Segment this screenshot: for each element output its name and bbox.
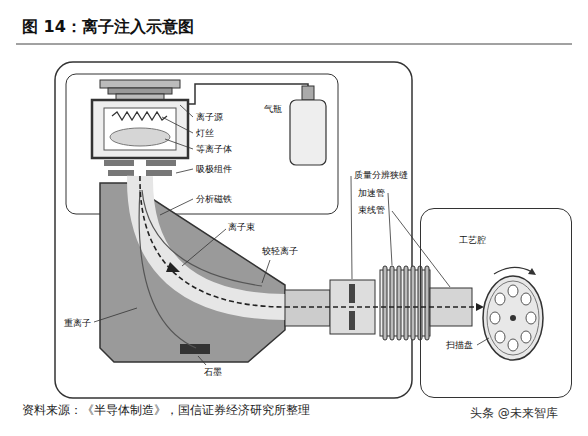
- leader-line: [162, 117, 193, 133]
- slit-plate: [349, 284, 355, 303]
- wafer: [526, 312, 536, 324]
- wafer: [508, 339, 518, 351]
- bellows-ridge: [390, 266, 394, 340]
- part-label: 扫描盘: [446, 340, 473, 351]
- bellows-ridge: [397, 266, 401, 340]
- leader-line: [392, 211, 450, 287]
- bellows-ridge: [404, 266, 408, 340]
- beam-channel: [140, 176, 285, 307]
- bellows-ridge: [411, 266, 415, 340]
- part-label: 离子源: [196, 112, 223, 123]
- part-label: 质量分辨狭缝: [354, 170, 408, 181]
- beam-line: [285, 306, 478, 307]
- wafer: [508, 285, 518, 297]
- part-label: 较轻离子: [262, 246, 298, 257]
- part-label: 吸极组件: [196, 164, 232, 175]
- wafer: [490, 312, 500, 324]
- leader-line: [198, 356, 206, 365]
- bellows-ridge: [383, 266, 387, 340]
- leader-line: [182, 229, 226, 266]
- part-label: 束线管: [358, 205, 385, 216]
- exit-tube: [285, 290, 330, 326]
- process-chamber: 工艺腔: [420, 208, 572, 398]
- wafer: [495, 293, 505, 305]
- gas-valve: [302, 86, 314, 100]
- source-cap: [100, 80, 180, 88]
- bellows-ridge: [425, 266, 429, 340]
- source-cap: [108, 88, 172, 94]
- plasma: [110, 128, 170, 146]
- title-rule: [16, 44, 572, 45]
- part-label: 离子束: [228, 222, 255, 233]
- wafer: [495, 331, 505, 343]
- watermark: 头条 @未来智库: [470, 406, 558, 420]
- slit-plate: [349, 311, 355, 330]
- leader-line: [165, 139, 193, 149]
- filament: [112, 112, 167, 120]
- figure-title: 图 14：离子注入示意图: [22, 17, 194, 36]
- beam-arrowhead: [166, 262, 180, 272]
- scan-disk: [483, 276, 543, 360]
- leader-line: [180, 105, 193, 117]
- leader-line: [351, 176, 352, 279]
- part-label: 灯丝: [196, 128, 214, 139]
- leader-line: [388, 193, 392, 265]
- extraction-plate: [104, 160, 134, 166]
- extraction-plate: [146, 160, 176, 166]
- leader-line: [176, 169, 193, 173]
- ion-beam: [140, 176, 285, 307]
- part-label: 等离子体: [196, 144, 232, 155]
- graphite-block: [180, 344, 210, 354]
- light-ion-path: [142, 190, 262, 286]
- leader-line: [94, 308, 137, 322]
- part-label: 石墨: [204, 367, 222, 378]
- ion-source-box: [92, 100, 188, 158]
- rotation-arrow: [494, 267, 532, 274]
- leader-line: [262, 260, 270, 283]
- gas-bottle: [290, 100, 326, 165]
- part-label: 重离子: [64, 318, 91, 329]
- disk-hub: [510, 315, 516, 321]
- source-caption: 资料来源：《半导体制造》，国信证券经济研究所整理: [22, 404, 310, 418]
- wafer: [521, 331, 531, 343]
- part-label: 加速管: [358, 188, 385, 199]
- arc-chamber: [104, 108, 176, 150]
- gas-pipe: [188, 84, 308, 104]
- extraction-plate: [108, 170, 134, 176]
- leader-line: [477, 338, 489, 345]
- implanter-housing: [55, 62, 412, 398]
- wafer: [521, 293, 531, 305]
- chamber-label: 工艺腔: [459, 235, 486, 246]
- extraction-plate: [146, 170, 172, 176]
- part-label: 分析磁铁: [196, 194, 232, 205]
- rotation-arrowhead: [528, 268, 536, 275]
- part-label: 气瓶: [264, 104, 282, 115]
- disk-rim: [487, 281, 539, 355]
- leader-line: [160, 199, 193, 215]
